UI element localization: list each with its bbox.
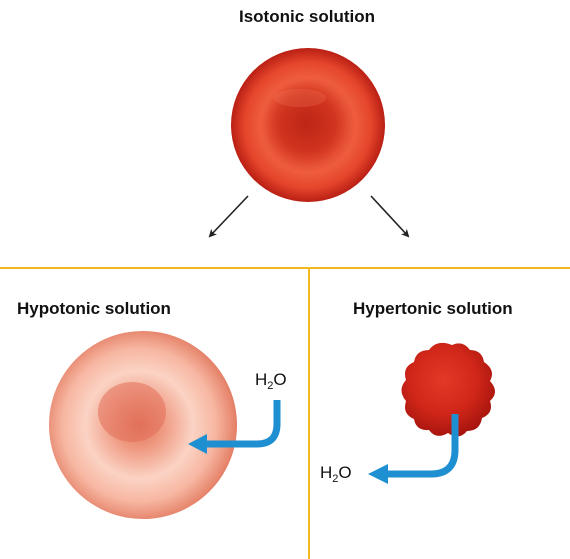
arrow-to-hypotonic — [208, 195, 249, 238]
isotonic-cell — [231, 48, 385, 202]
hypotonic-cell — [49, 331, 237, 519]
isotonic-label: Isotonic solution — [239, 7, 375, 26]
h2o-label-hypotonic: H2O — [255, 370, 287, 392]
hypotonic-label: Hypotonic solution — [17, 299, 171, 318]
arrow-to-hypertonic — [370, 195, 410, 238]
hypertonic-label: Hypertonic solution — [353, 299, 513, 318]
h2o-label-hypertonic: H2O — [320, 463, 352, 485]
water-out-arrow — [368, 414, 459, 484]
hypertonic-cell — [401, 342, 495, 437]
water-in-arrow — [188, 400, 281, 454]
